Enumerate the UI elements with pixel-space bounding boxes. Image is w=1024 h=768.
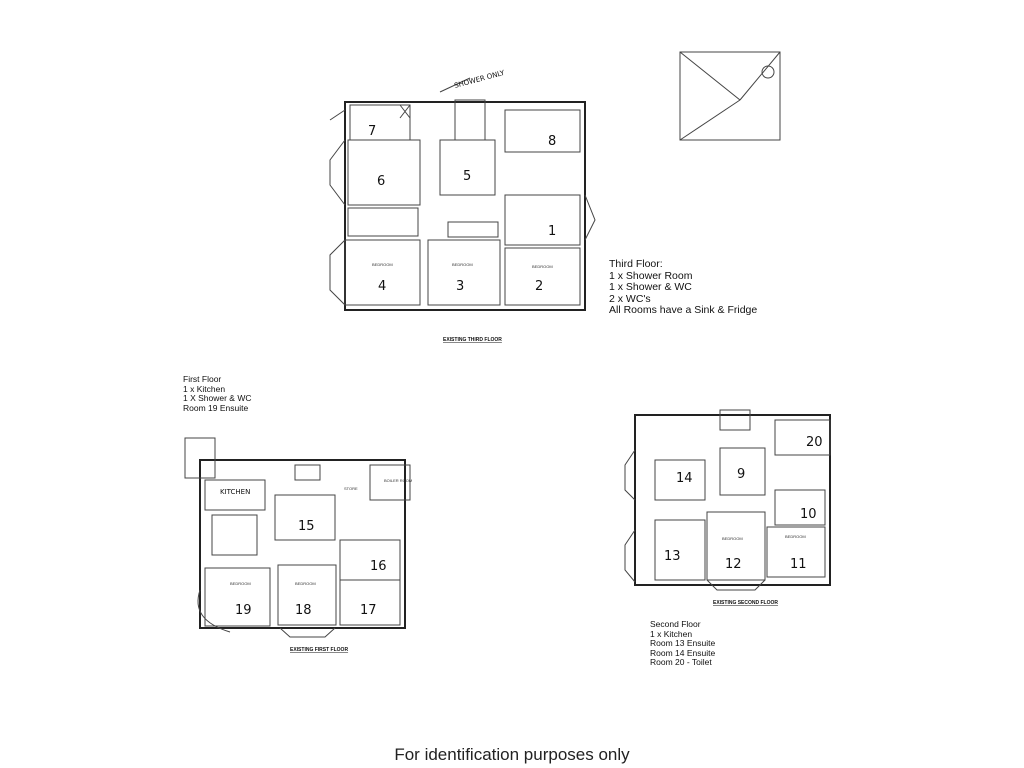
room-4 <box>344 239 421 306</box>
shower-only-annotation: SHOWER ONLY <box>453 69 506 90</box>
room-7 <box>349 104 411 141</box>
room-number: 17 <box>360 603 377 618</box>
boiler-label: BOILER ROOM <box>384 478 412 483</box>
room-number: 6 <box>377 174 385 189</box>
note-line: Room 20 - Toilet <box>650 657 712 667</box>
room-5 <box>439 139 496 196</box>
room-number: 4 <box>378 279 386 294</box>
note-line: 1 x Kitchen <box>650 628 693 639</box>
room-19 <box>204 567 271 627</box>
note-line: Room 14 Ensuite <box>650 647 716 658</box>
room-number: 2 <box>535 279 543 294</box>
kitchen-label: KITCHEN <box>220 488 250 496</box>
note-line: 1 X Shower & WC <box>183 393 252 403</box>
room-14 <box>654 459 706 501</box>
room-number: 16 <box>370 559 387 574</box>
third-floor-notes: Third Floor: 1 x Shower Room 1 x Shower … <box>609 258 758 317</box>
room-17 <box>339 579 401 626</box>
room-12 <box>706 511 766 581</box>
second-floor-title: EXISTING SECOND FLOOR <box>713 600 778 606</box>
room-1 <box>504 194 581 246</box>
room-number: 11 <box>790 557 807 572</box>
room-8 <box>504 109 581 153</box>
second-floor-notes: Second Floor 1 x Kitchen Room 13 Ensuite… <box>650 619 716 668</box>
room-6 <box>347 139 421 206</box>
room-number: 18 <box>295 603 312 618</box>
footer-disclaimer: For identification purposes only <box>394 745 630 764</box>
room-number: 3 <box>456 279 464 294</box>
room-18 <box>277 564 337 626</box>
room-10 <box>774 489 826 526</box>
room-2 <box>504 247 581 306</box>
first-floor-notes: First Floor 1 x Kitchen 1 X Shower & WC … <box>183 374 252 413</box>
room-number: 14 <box>676 471 693 486</box>
room-9 <box>719 447 766 496</box>
first-floor-title: EXISTING FIRST FLOOR <box>290 647 348 653</box>
room-number: 10 <box>800 507 817 522</box>
note-line: 1 x Shower Room <box>609 269 693 282</box>
third-floor-title: EXISTING THIRD FLOOR <box>443 337 502 343</box>
room-20 <box>774 419 831 456</box>
room-number: 15 <box>298 519 315 534</box>
store-label: STORE <box>344 486 358 491</box>
room-label: BEDROOM <box>532 264 553 269</box>
room-number: 20 <box>806 435 823 450</box>
room-3 <box>427 239 501 306</box>
room-label: BEDROOM <box>372 262 393 267</box>
room-label: BEDROOM <box>722 536 743 541</box>
room-number: 1 <box>548 224 556 239</box>
note-line: 2 x WC's <box>609 292 651 305</box>
room-number: 5 <box>463 169 471 184</box>
note-line: 1 x Kitchen <box>183 383 226 394</box>
note-line: Third Floor: <box>609 258 663 270</box>
room-number: 9 <box>737 467 745 482</box>
room-number: 7 <box>368 124 376 139</box>
room-number: 12 <box>725 557 742 572</box>
room-13 <box>654 519 706 581</box>
note-line: Room 19 Ensuite <box>183 402 249 413</box>
note-line: Second Floor <box>650 619 701 629</box>
kitchen <box>204 479 266 511</box>
room-number: 13 <box>664 549 681 564</box>
room-label: BEDROOM <box>785 534 806 539</box>
first-floor-plan: KITCHEN STORE BOILER ROOM 15 16 19 18 17… <box>184 437 412 653</box>
room-label: BEDROOM <box>295 581 316 586</box>
note-line: First Floor <box>183 374 222 384</box>
note-line: 1 x Shower & WC <box>609 281 692 293</box>
note-line: Room 13 Ensuite <box>650 638 716 648</box>
room-number: 8 <box>548 134 556 149</box>
room-label: BEDROOM <box>452 262 473 267</box>
note-line: All Rooms have a Sink & Fridge <box>609 304 758 316</box>
room-15 <box>274 494 336 541</box>
room-11 <box>766 526 826 578</box>
room-label: BEDROOM <box>230 581 251 586</box>
room-number: 19 <box>235 603 252 618</box>
second-floor-plan: 14 9 20 10 13 12 11 BEDROOM BEDROOM EXIS… <box>624 409 831 606</box>
